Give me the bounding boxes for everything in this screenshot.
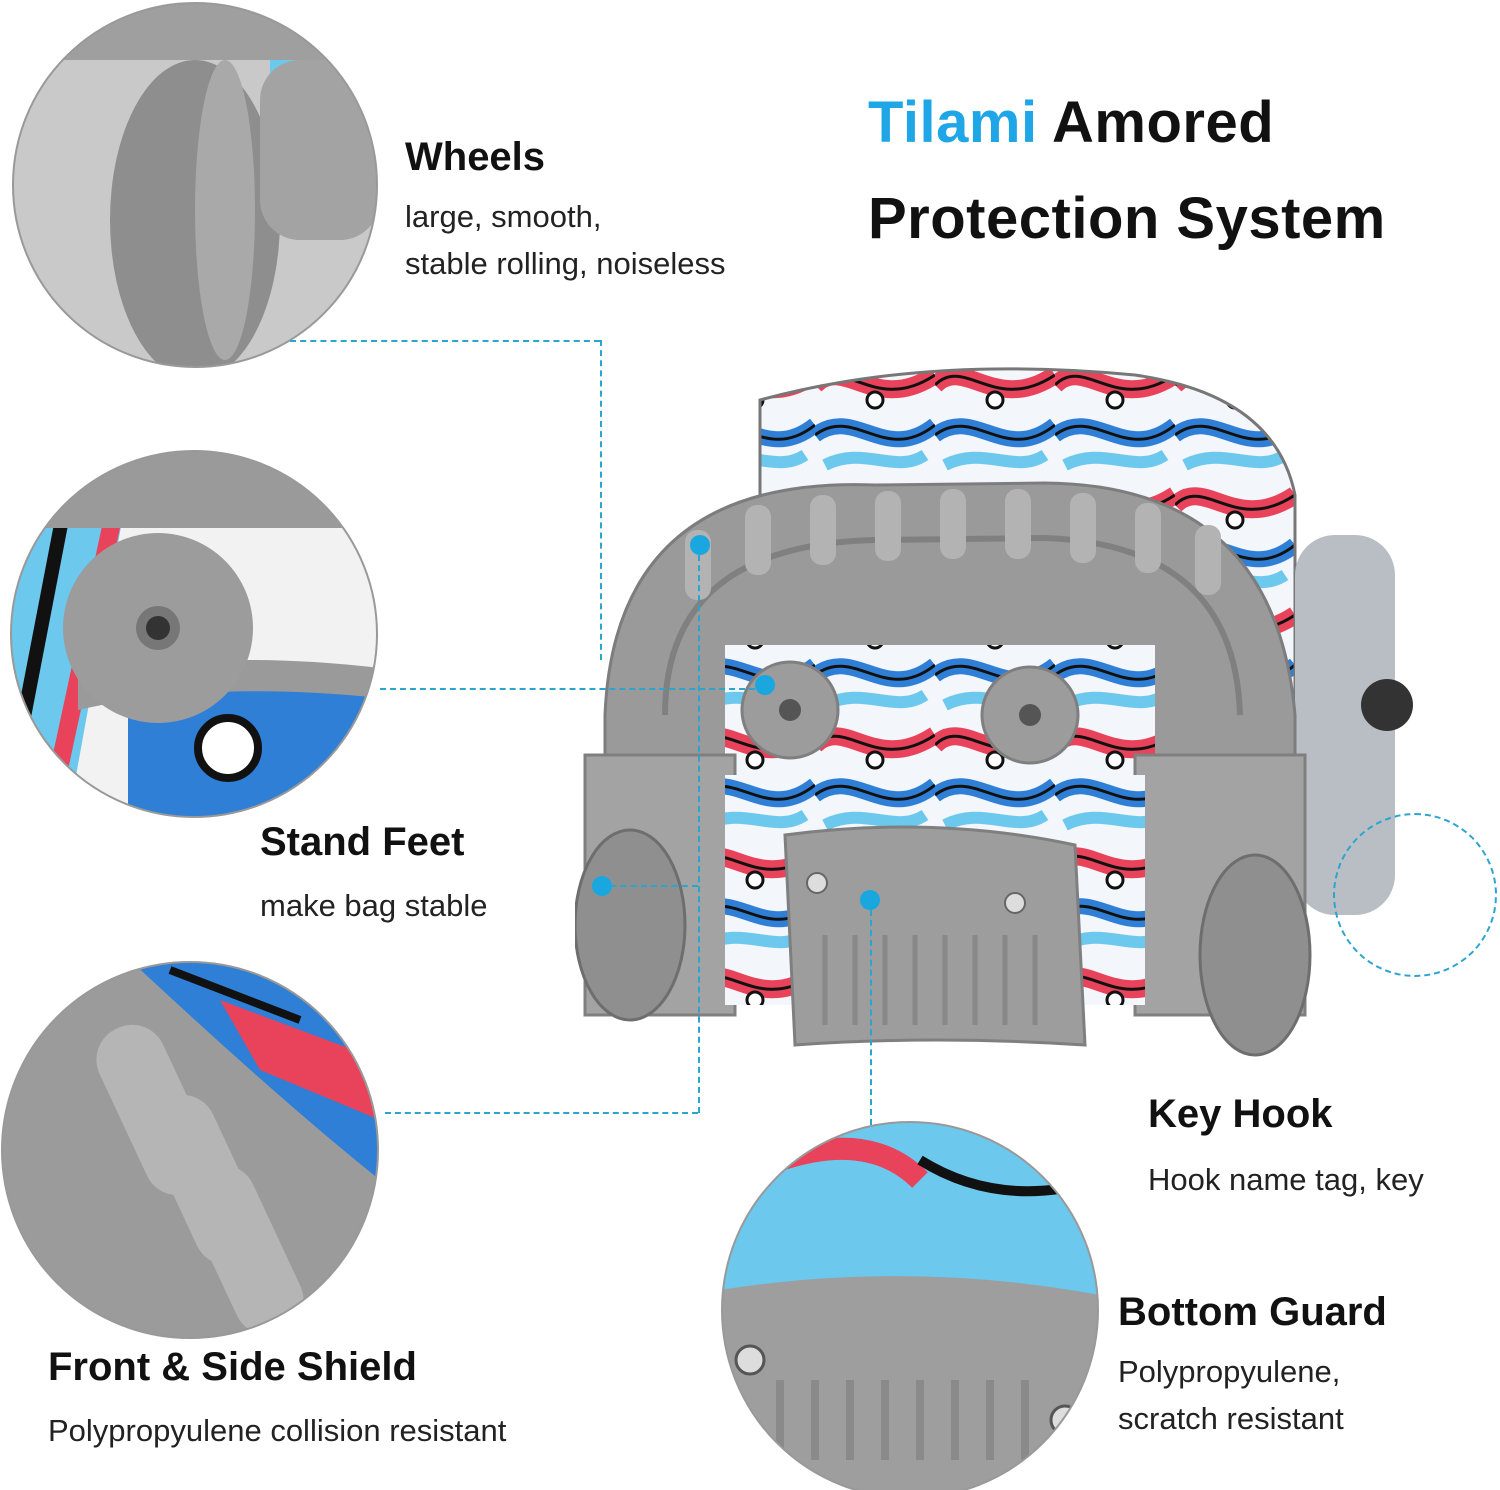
bottom-guard-closeup-photo [721, 1121, 1099, 1490]
title-line-1-rest: Amored [1052, 90, 1275, 155]
leader-line [870, 900, 872, 1125]
feature-heading: Front & Side Shield [48, 1345, 417, 1389]
leader-line [290, 340, 600, 342]
feature-desc-line: Polypropyulene, [1118, 1354, 1341, 1389]
leader-line [698, 545, 700, 1113]
feature-wheels: Wheels large, smooth, stable rolling, no… [405, 135, 726, 287]
callout-dot [592, 876, 612, 896]
callout-dot [860, 890, 880, 910]
title-line-2: Protection System [868, 185, 1386, 251]
callout-dot [755, 675, 775, 695]
leader-line [600, 340, 602, 660]
feature-desc-line: make bag stable [260, 888, 488, 923]
feature-heading: Bottom Guard [1118, 1290, 1387, 1334]
leader-line [385, 1112, 698, 1114]
callout-dot [690, 535, 710, 555]
brand-name: Tilami [868, 90, 1038, 155]
feature-desc-line: large, smooth, [405, 199, 602, 234]
front-side-shield-closeup-photo [1, 961, 379, 1339]
backpack-bottom-photo [575, 367, 1413, 1057]
stand-feet-closeup-photo [10, 450, 378, 818]
feature-desc-line: Polypropyulene collision resistant [48, 1413, 507, 1448]
wheel-closeup-photo [12, 2, 378, 368]
title-line-1: Tilami Amored [868, 75, 1386, 171]
key-hook-callout-circle [1333, 813, 1497, 977]
feature-bottom-guard: Bottom Guard Polypropyulene, scratch res… [1118, 1290, 1387, 1442]
feature-key-hook: Key Hook Hook name tag, key [1148, 1092, 1424, 1204]
feature-front-side-shield: Front & Side Shield Polypropyulene colli… [48, 1345, 506, 1455]
feature-desc-line: scratch resistant [1118, 1400, 1344, 1436]
page-title: Tilami Amored Protection System [868, 75, 1386, 266]
feature-stand-feet: Stand Feet make bag stable [260, 820, 487, 930]
feature-heading: Stand Feet [260, 820, 465, 864]
leader-line [380, 688, 765, 690]
feature-desc-line: stable rolling, noiseless [405, 245, 726, 281]
feature-heading: Wheels [405, 135, 546, 179]
leader-line [600, 885, 698, 887]
feature-heading: Key Hook [1148, 1092, 1333, 1136]
feature-desc-line: Hook name tag, key [1148, 1162, 1424, 1197]
